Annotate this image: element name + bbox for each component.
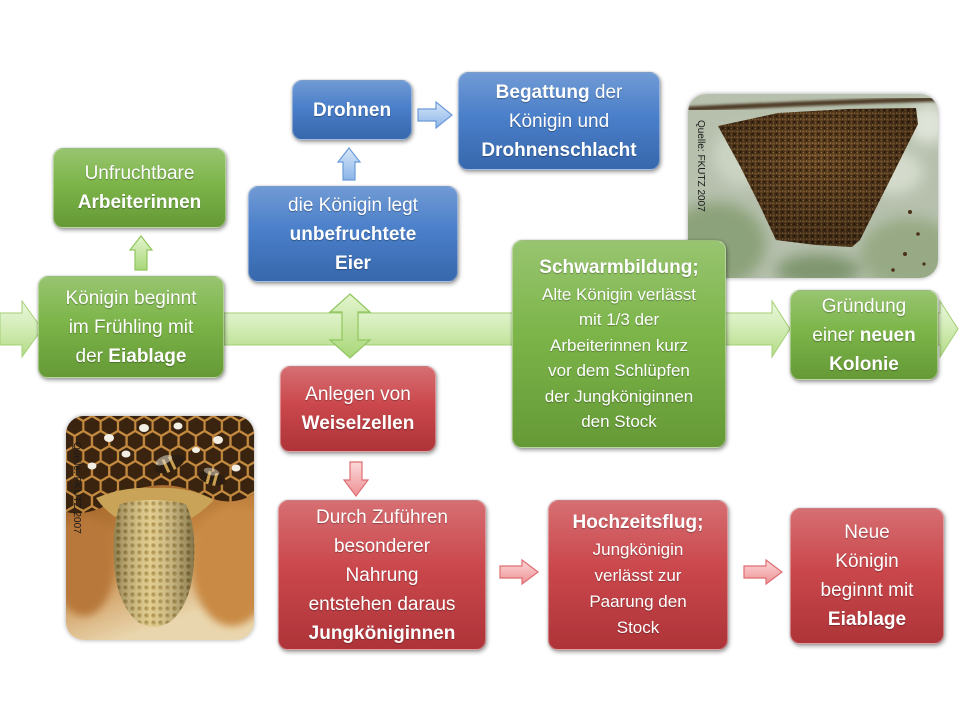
node-line: Alte Königin verlässt xyxy=(541,284,697,304)
node-line: einer neuen xyxy=(812,321,915,350)
text-segment: einer xyxy=(812,324,855,346)
node-line: Königin und xyxy=(508,110,610,132)
node-line-bold: Drohnenschlacht xyxy=(481,139,637,161)
photo-credit: Quelle: FKUTZ 2007 xyxy=(71,442,82,534)
text-segment: der xyxy=(594,81,623,103)
node-line-bold: Drohnen xyxy=(312,99,392,121)
node-line: Begattung der xyxy=(496,78,623,107)
text-segment-bold: Eiablage xyxy=(108,345,187,367)
node-queen-cells: Anlegen von Weiselzellen xyxy=(280,366,436,452)
node-line: der Eiablage xyxy=(76,342,187,371)
timeline-arrow-start xyxy=(0,299,43,359)
arrow-up-green xyxy=(128,235,154,271)
arrow-down-red xyxy=(342,461,370,497)
node-line: mit 1/3 der xyxy=(578,310,660,329)
node-line: Gründung xyxy=(821,295,907,317)
swarm-photo: Quelle: FKUTZ 2007 xyxy=(688,94,938,278)
text-segment: der xyxy=(75,345,104,367)
node-line: Neue xyxy=(844,522,890,543)
node-queen-begins-laying: Königin beginnt im Frühling mit der Eiab… xyxy=(38,276,224,378)
node-title: Hochzeitsflug; xyxy=(572,512,704,533)
node-line: Stock xyxy=(616,618,660,637)
node-line: Durch Zuführen xyxy=(315,506,448,528)
node-line: Arbeiterinnen kurz xyxy=(550,335,688,355)
larva xyxy=(87,422,241,472)
arrow-right-blue xyxy=(417,100,453,130)
timeline-arrow-end xyxy=(935,299,959,359)
node-line: Unfruchtbare xyxy=(84,163,195,184)
node-line-bold: Eiablage xyxy=(827,609,907,630)
queen-cell-photo: Quelle: FKUTZ 2007 xyxy=(66,416,254,640)
node-line: verlässt zur xyxy=(594,566,682,585)
arrow-right-red-2 xyxy=(743,558,783,586)
node-line: im Frühling mit xyxy=(68,316,194,338)
node-line-bold: unbefruchtete xyxy=(289,223,417,245)
node-new-queen: Neue Königin beginnt mit Eiablage xyxy=(790,508,944,644)
node-line-bold: Arbeiterinnen xyxy=(77,192,202,213)
bee xyxy=(155,454,185,474)
node-swarming: Schwarmbildung; Alte Königin verlässt mi… xyxy=(512,240,726,448)
node-line: Königin beginnt xyxy=(65,287,197,309)
bee xyxy=(198,467,226,487)
node-line-bold: Eier xyxy=(335,252,371,274)
node-unfertilized-eggs: die Königin legt unbefruchtete Eier xyxy=(248,186,458,282)
arrow-up-blue xyxy=(336,147,362,181)
node-new-colony: Gründung einer neuen Kolonie xyxy=(790,290,938,380)
photo-credit: Quelle: FKUTZ 2007 xyxy=(695,120,706,212)
double-arrow-up-down xyxy=(328,293,372,359)
node-drones: Drohnen xyxy=(292,80,412,140)
node-line: die Königin legt xyxy=(288,194,418,216)
node-line: Jungkönigin xyxy=(592,540,684,559)
node-line: vor dem Schlüpfen xyxy=(548,361,690,380)
node-line: entstehen daraus xyxy=(308,593,456,615)
arrow-right-red-1 xyxy=(499,558,539,586)
node-title: Schwarmbildung; xyxy=(539,256,699,278)
tree-branch xyxy=(688,96,938,112)
node-line: Nahrung xyxy=(345,564,419,586)
node-special-food: Durch Zuführen besonderer Nahrung entste… xyxy=(278,500,486,650)
node-line: Anlegen von xyxy=(305,384,411,405)
node-line: den Stock xyxy=(581,412,657,431)
node-line: Königin xyxy=(835,551,899,572)
node-line: beginnt mit xyxy=(820,580,914,601)
text-segment-bold: Begattung xyxy=(495,81,590,103)
node-line: besonderer xyxy=(333,535,431,557)
node-line: der Jungköniginnen xyxy=(544,386,694,406)
node-line-bold: Weiselzellen xyxy=(301,413,415,434)
node-line: Paarung den xyxy=(589,592,687,611)
node-sterile-workers: Unfruchtbare Arbeiterinnen xyxy=(53,148,226,228)
node-mating: Begattung der Königin und Drohnenschlach… xyxy=(458,72,660,170)
node-nuptial-flight: Hochzeitsflug; Jungkönigin verlässt zur … xyxy=(548,500,728,650)
node-line-bold: Kolonie xyxy=(829,353,899,375)
text-segment-bold: neuen xyxy=(859,324,916,346)
node-line-bold: Jungköniginnen xyxy=(308,622,456,644)
